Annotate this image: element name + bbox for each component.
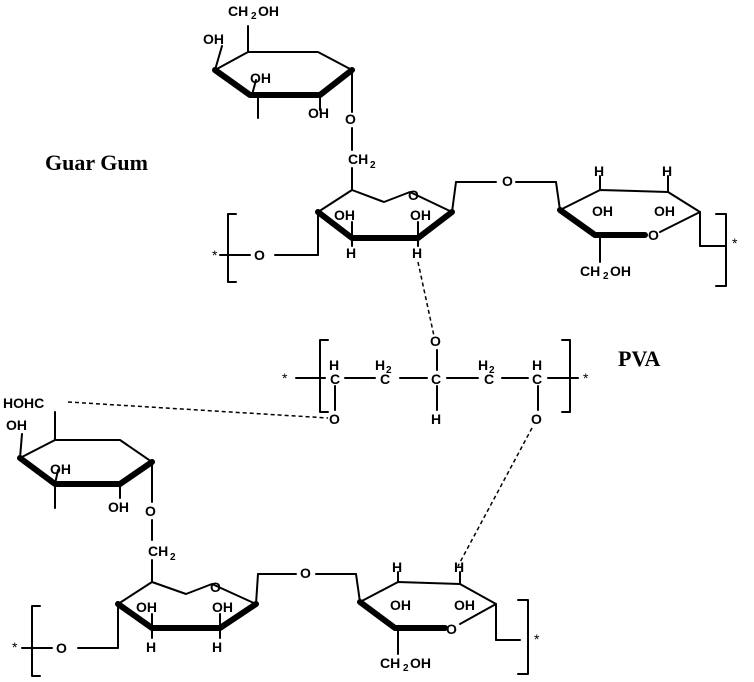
top-ring2-h-1: H [594,163,604,179]
top-ring1-h-2: H [412,245,422,261]
top-gal-ch2oh-sub: 2 [251,11,257,22]
bottom-ring2-ch2oh-oh: OH [410,655,431,671]
h-bond-left [67,401,329,419]
pva-c-1: C [330,371,340,387]
top-left-star: * [212,247,218,263]
top-gal-ch2oh-oh: OH [258,3,279,19]
bottom-bridge-o: O [300,565,311,581]
top-ch2-sub: 2 [370,160,376,171]
pva-o-right: O [531,411,542,427]
top-ring2-ch2oh-oh: OH [610,263,631,279]
bottom-ring1-h-2: H [212,639,222,655]
top-ring2-ch2oh-sub: 2 [603,271,609,282]
bottom-ring1-oh-1: OH [136,599,157,615]
top-ring2-oh-2: OH [654,203,675,219]
top-mannose-ring-1 [274,181,497,256]
top-left-bracket [227,213,237,283]
guar-gum-title: Guar Gum [45,150,148,175]
pva-h2-1-h: H [375,357,385,373]
bottom-gal-oh-2: OH [50,461,71,477]
top-ring1-oh-1: OH [334,207,355,223]
pva-c-5: C [532,371,542,387]
pva-h-2: H [532,357,542,373]
pva-left-bracket [319,339,329,413]
pva-right-bracket [561,339,571,413]
top-ch2-ch: CH [348,151,368,167]
pva-title: PVA [618,346,660,371]
bottom-ring2-h-1: H [392,559,402,575]
pva-c-2: C [380,371,390,387]
bottom-ring1-oh-2: OH [212,599,233,615]
bottom-mannose-ring-1 [77,573,297,649]
top-ring2-ch2oh-ch: CH [580,263,600,279]
bottom-ch2-ch: CH [148,543,168,559]
bottom-right-bracket [517,599,529,675]
pva-h2-2-sub: 2 [489,365,495,376]
top-gal-oh-2: OH [250,70,271,86]
bottom-ring2-h-2: H [454,559,464,575]
bottom-ring2-oh-2: OH [454,597,475,613]
top-ring1-oh-2: OH [410,207,431,223]
bottom-ring1-o: O [210,579,221,595]
bottom-left-o: O [56,640,67,656]
bottom-ch2-sub: 2 [170,552,176,563]
bottom-gal-oh-1: OH [6,417,27,433]
pva-h-bottom: H [431,411,441,427]
bottom-mannose-ring-2 [355,571,521,655]
pva-top-o: O [430,333,441,349]
bottom-glycosidic-o: O [145,503,156,519]
pva-h-1: H [329,357,339,373]
top-right-star: * [732,235,738,251]
bottom-gal-hohc: HOHC [3,395,44,411]
bottom-ring2-oh-1: OH [390,597,411,613]
top-glycosidic-o: O [345,111,356,127]
top-mannose-ring-2 [555,175,726,263]
pva-c-3: C [431,371,441,387]
bottom-right-star: * [534,631,540,647]
top-ring2-oh-1: OH [592,203,613,219]
top-gal-ch2oh-ch: CH [228,3,248,19]
bottom-ring2-o: O [446,621,457,637]
pva-h2-1-sub: 2 [386,365,392,376]
top-gal-oh-1: OH [203,31,224,47]
bottom-ring2-ch2oh-ch: CH [380,655,400,671]
h-bond-bottom [457,427,533,567]
bottom-left-star: * [12,639,18,655]
pva-right-star: * [583,370,589,386]
top-ring1-o: O [408,187,419,203]
bottom-galactose-ring [17,411,155,509]
pva-left-star: * [282,370,288,386]
pva-o-left: O [329,411,340,427]
top-ring2-h-2: H [662,163,672,179]
top-bridge-o: O [502,173,513,189]
top-right-bracket [715,213,727,287]
top-left-o: O [254,247,265,263]
top-ring1-h-1: H [346,245,356,261]
top-gal-oh-3: OH [308,105,329,121]
top-galactose-ring [212,25,355,119]
top-ring2-o: O [648,227,659,243]
bottom-ring2-ch2oh-sub: 2 [403,663,409,674]
pva-c-4: C [484,371,494,387]
bottom-gal-oh-3: OH [108,499,129,515]
pva-h2-2-h: H [478,357,488,373]
h-bond-top [417,261,435,337]
bottom-left-bracket [31,605,41,677]
bottom-ring1-h-1: H [146,639,156,655]
